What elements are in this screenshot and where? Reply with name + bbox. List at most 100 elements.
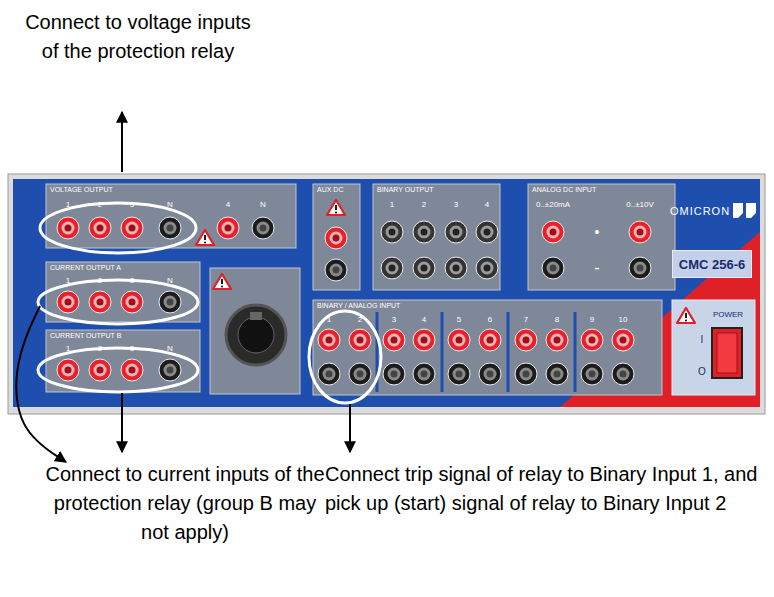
red-jack (89, 359, 111, 381)
warning-symbol (327, 200, 345, 215)
panel-label: 4 (422, 316, 426, 324)
panel-label: BINARY OUTPUT (377, 186, 434, 193)
leader-arrow (121, 393, 123, 452)
power-switch (712, 328, 742, 378)
black-jack (612, 363, 634, 385)
front-panel (13, 179, 760, 407)
terminal-panel (313, 300, 662, 395)
panel-label: 3 (454, 201, 458, 209)
warning-symbol (213, 274, 231, 289)
panel-label: 1 (66, 345, 70, 353)
panel-label: 0..±10V (626, 201, 654, 209)
black-jack (381, 221, 403, 243)
black-jack (383, 363, 405, 385)
panel-label: 2 (98, 277, 102, 285)
red-jack (121, 359, 143, 381)
highlight-ellipse (38, 348, 198, 392)
panel-label: 2 (98, 201, 102, 209)
panel-label: CURRENT OUTPUT A (50, 264, 121, 271)
panel-label: VOLTAGE OUTPUT (50, 186, 113, 193)
black-jack (318, 363, 340, 385)
terminal-panel (528, 184, 675, 290)
panel-label: OMICRON (670, 206, 730, 217)
group-separator (507, 312, 510, 392)
red-jack (57, 291, 79, 313)
panel-label: N (167, 201, 173, 209)
black-jack (413, 257, 435, 279)
black-jack (515, 363, 537, 385)
panel-label: 3 (130, 201, 134, 209)
warning-symbol (677, 308, 695, 323)
terminal-panel (313, 184, 360, 290)
panel-label: - (594, 260, 599, 276)
panel-label: 9 (590, 316, 594, 324)
panel-label: 6 (488, 316, 492, 324)
leader-arrow (349, 404, 351, 452)
red-jack (413, 329, 435, 351)
highlight-ellipse (38, 280, 198, 324)
terminal-panel (373, 184, 500, 290)
highlight-ellipse (309, 311, 381, 403)
black-jack (476, 257, 498, 279)
red-jack (629, 221, 651, 243)
black-jack (413, 221, 435, 243)
terminal-panel (46, 262, 200, 322)
model-name: CMC 256-6 (679, 257, 745, 272)
red-jack (383, 329, 405, 351)
black-jack (413, 363, 435, 385)
black-jack (252, 217, 274, 239)
panel-label: 1 (390, 201, 394, 209)
callout-text: Connect to current inputs of the protect… (45, 460, 325, 547)
red-jack (479, 329, 501, 351)
black-jack (448, 363, 470, 385)
power-panel (672, 300, 755, 395)
panel-label: 2 (422, 201, 426, 209)
red-jack (89, 291, 111, 313)
panel-label: 7 (524, 316, 528, 324)
panel-label: O (698, 367, 706, 377)
red-jack (57, 359, 79, 381)
group-separator (441, 312, 444, 392)
panel-label: 3 (392, 316, 396, 324)
red-jack (325, 227, 347, 249)
panel-label: N (260, 201, 266, 209)
black-jack (546, 363, 568, 385)
terminal-panel (46, 330, 200, 392)
black-jack (445, 257, 467, 279)
panel-label: I (701, 335, 704, 345)
panel-label: 3 (130, 277, 134, 285)
black-jack (159, 359, 181, 381)
black-jack (381, 257, 403, 279)
panel-label: 4 (226, 201, 230, 209)
highlight-ellipse (40, 203, 196, 253)
black-jack (349, 363, 371, 385)
red-jack (89, 217, 111, 239)
panel-label: BINARY / ANALOG INPUT (317, 302, 400, 309)
group-separator (574, 312, 577, 392)
high-current-socket (226, 305, 286, 365)
black-jack (581, 363, 603, 385)
device-frame (8, 174, 765, 414)
leader-arrow (16, 306, 66, 462)
black-jack (542, 257, 564, 279)
red-jack (542, 221, 564, 243)
panel-label: 8 (555, 316, 559, 324)
black-jack (159, 217, 181, 239)
warning-symbol (196, 230, 214, 245)
red-jack (217, 217, 239, 239)
red-jack (515, 329, 537, 351)
black-jack (476, 221, 498, 243)
red-jack (349, 329, 371, 351)
panel-label: 2 (98, 345, 102, 353)
model-plate: CMC 256-6 (672, 250, 752, 278)
power-switch-rocker (717, 333, 737, 373)
panel-label: 1 (327, 316, 331, 324)
panel-label: AUX DC (317, 186, 343, 193)
panel-label: POWER (713, 311, 743, 319)
panel-label: 1 (66, 277, 70, 285)
panel-label: 2 (358, 316, 362, 324)
terminal-panel (46, 184, 296, 248)
high-current-socket-pin (250, 312, 262, 320)
terminal-panel (210, 268, 300, 394)
red-jack (121, 217, 143, 239)
